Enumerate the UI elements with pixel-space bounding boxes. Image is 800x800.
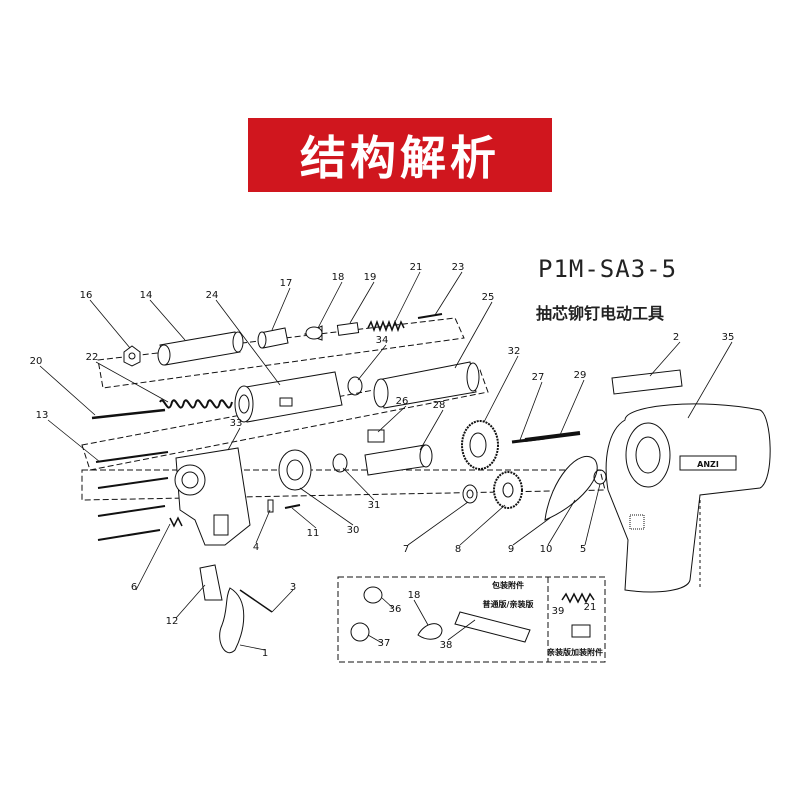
banner-title: 结构解析: [300, 131, 500, 185]
leader-lines: [39, 271, 733, 651]
part-25-spindle: [373, 361, 480, 409]
part-30-bearing: [278, 449, 312, 491]
callout-11: 11: [307, 528, 320, 539]
part-13-bolts: [95, 451, 169, 541]
part-16-nut: [123, 345, 141, 367]
part-18b-jaw: [417, 623, 443, 640]
callout-36: 36: [389, 604, 402, 615]
callout-33: 33: [230, 418, 243, 429]
part-18-jaw: [303, 325, 323, 341]
callout-12: 12: [166, 616, 179, 627]
part-8-gear: [493, 471, 523, 509]
part-37-nut: [350, 622, 370, 642]
callout-35: 35: [722, 332, 735, 343]
title-banner: 结构解析: [248, 118, 552, 192]
frame-lower: [81, 469, 606, 501]
callout-9: 9: [508, 544, 514, 555]
callout-38: 38: [440, 640, 453, 651]
part-29-shaft: [524, 431, 581, 442]
frame-upper: [97, 317, 465, 389]
part-1-trigger: [219, 587, 245, 653]
callout-21: 21: [410, 262, 423, 273]
callout-39: 39: [552, 606, 565, 617]
part-2-label: [611, 369, 683, 395]
callout-13: 13: [36, 410, 49, 421]
callout-7: 7: [403, 544, 409, 555]
callout-25: 25: [482, 292, 495, 303]
callout-1: 1: [262, 648, 268, 659]
product-subtitle: 抽芯铆钉电动工具: [536, 304, 665, 323]
part-21b-spring: [561, 592, 595, 604]
part-17-sleeve: [257, 327, 289, 349]
callout-6: 6: [131, 582, 137, 593]
part-31-ring: [332, 453, 348, 473]
part-34-ring: [347, 376, 363, 396]
accessory-box: [337, 576, 606, 663]
part-3-spring: [239, 589, 273, 613]
part-35-housing: [605, 403, 771, 593]
callout-34: 34: [376, 335, 389, 346]
label-normal-version: 普通版/亲装版: [483, 599, 534, 609]
callout-18b: 18: [408, 590, 421, 601]
part-33-housing: [174, 447, 251, 546]
callout-32: 32: [508, 346, 521, 357]
callout-3: 3: [290, 582, 296, 593]
callout-26: 26: [396, 396, 409, 407]
part-7-bearing: [462, 484, 478, 504]
label-deluxe-accessories: 亲装版加装附件: [547, 647, 603, 657]
callout-19: 19: [364, 272, 377, 283]
callout-21b: 21: [584, 602, 597, 613]
callout-24: 24: [206, 290, 219, 301]
callout-4: 4: [253, 542, 259, 553]
callout-28: 28: [433, 400, 446, 411]
callout-20: 20: [30, 356, 43, 367]
callout-30: 30: [347, 525, 360, 536]
model-number: P1M-SA3-5: [538, 255, 678, 283]
part-32-gear: [461, 420, 499, 470]
label-standard-accessories: 包装附件: [491, 580, 524, 590]
callout-37: 37: [378, 638, 391, 649]
part-28-shaft: [364, 444, 433, 476]
part-23-pin: [417, 313, 443, 319]
part-6-clip: [169, 516, 183, 528]
part-38-wrench: [454, 611, 531, 643]
part-19-pusher: [336, 322, 360, 336]
part-4-pin: [267, 499, 274, 513]
callout-10: 10: [540, 544, 553, 555]
part-5-bearing: [593, 469, 607, 485]
callout-14: 14: [140, 290, 153, 301]
callout-18: 18: [332, 272, 345, 283]
part-36-nut: [363, 586, 383, 604]
part-26-clip: [367, 429, 385, 443]
callout-17: 17: [280, 278, 293, 289]
callout-5: 5: [580, 544, 586, 555]
callout-23: 23: [452, 262, 465, 273]
callout-2: 2: [673, 332, 679, 343]
part-14-nose: [157, 331, 244, 366]
brand-logo: ANZI: [697, 460, 719, 469]
part-9-plate: [544, 456, 598, 521]
part-11-pin: [284, 504, 301, 509]
part-20-rod: [91, 408, 166, 420]
part-22-spring: [159, 399, 233, 409]
callout-31: 31: [368, 500, 381, 511]
callout-22: 22: [86, 352, 99, 363]
callout-29: 29: [574, 370, 587, 381]
part-24-cylinder: [234, 371, 343, 423]
part-12-lever: [199, 564, 223, 601]
callout-8: 8: [455, 544, 461, 555]
part-39-tool: [571, 624, 591, 638]
part-21-spring: [367, 319, 405, 333]
frame-middle: [81, 369, 489, 471]
callout-16: 16: [80, 290, 93, 301]
callout-27: 27: [532, 372, 545, 383]
